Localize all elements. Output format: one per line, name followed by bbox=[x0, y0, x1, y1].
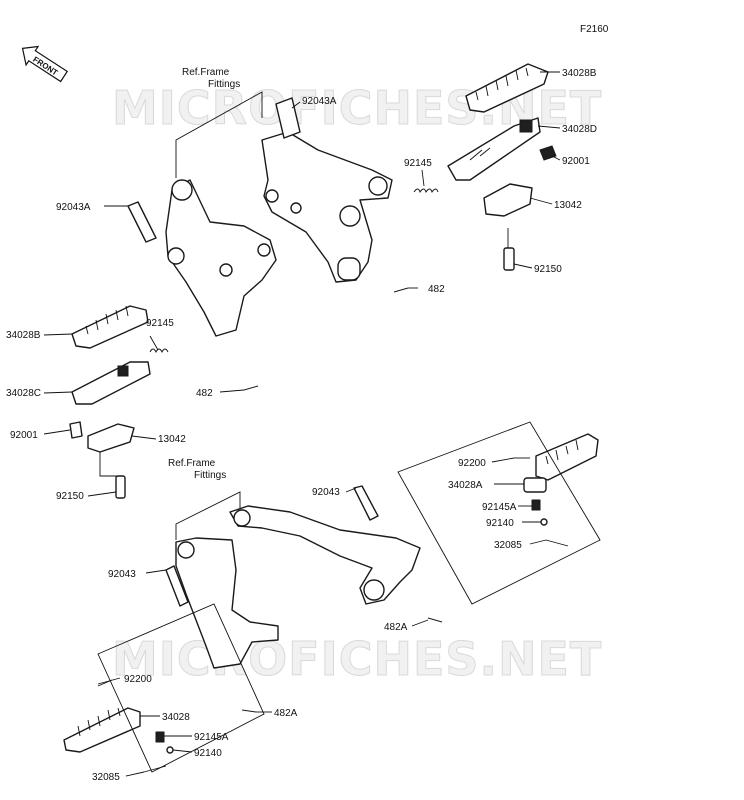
pin-482-right bbox=[393, 287, 409, 293]
label-13042-right: 13042 bbox=[554, 200, 582, 211]
right-footpeg-bracket bbox=[261, 131, 393, 283]
label-32085-right: 32085 bbox=[494, 540, 522, 551]
leader-lines bbox=[43, 71, 561, 777]
label-92043-left: 92043 bbox=[108, 569, 136, 580]
plate-13042-right bbox=[483, 183, 533, 217]
left-rubber-footpeg bbox=[71, 305, 149, 349]
label-92001-left: 92001 bbox=[10, 430, 38, 441]
right-rubber-footpeg bbox=[465, 63, 549, 113]
label-92200-left: 92200 bbox=[124, 674, 152, 685]
ball-92140-left bbox=[166, 746, 174, 754]
label-34028: 34028 bbox=[162, 712, 190, 723]
ref-frame-lower-2: Fittings bbox=[194, 470, 226, 481]
pin-482-left bbox=[243, 385, 259, 391]
label-92150-right: 92150 bbox=[534, 264, 562, 275]
label-92001-right: 92001 bbox=[562, 156, 590, 167]
label-92140-right: 92140 bbox=[486, 518, 514, 529]
ref-frame-upper-2: Fittings bbox=[208, 79, 240, 90]
label-92145-right: 92145 bbox=[404, 158, 432, 169]
ref-frame-lower-1: Ref.Frame bbox=[168, 458, 216, 469]
label-92200-right: 92200 bbox=[458, 458, 486, 469]
label-34028C: 34028C bbox=[6, 388, 41, 399]
brake-pedal-lever bbox=[229, 505, 421, 605]
pin-32085-right bbox=[545, 539, 569, 547]
bolt-92150-right bbox=[503, 247, 515, 271]
front-arrow-icon: FRONT bbox=[21, 45, 69, 83]
bolt-92150-left bbox=[115, 475, 126, 499]
watermark-bottom: MICROFICHES.NET bbox=[112, 632, 602, 686]
label-34028B-right: 34028B bbox=[562, 68, 597, 79]
pin-482A-right bbox=[427, 617, 443, 623]
label-34028B-left: 34028B bbox=[6, 330, 41, 341]
ref-frame-upper-1: Ref.Frame bbox=[182, 67, 230, 78]
figure-code: F2160 bbox=[580, 24, 609, 35]
pin-92043-left bbox=[165, 565, 189, 607]
label-92043-mid: 92043 bbox=[312, 487, 340, 498]
spring-92145-left bbox=[149, 348, 169, 354]
left-footpeg-bracket bbox=[165, 179, 277, 337]
bolt-92001-right bbox=[539, 145, 557, 161]
label-482-left: 482 bbox=[196, 388, 213, 399]
label-92145A-right: 92145A bbox=[482, 502, 517, 513]
label-34028D: 34028D bbox=[562, 124, 597, 135]
pin-92043-mid bbox=[353, 485, 379, 521]
bolt-92001-left bbox=[69, 421, 83, 439]
label-13042-left: 13042 bbox=[158, 434, 186, 445]
label-482-right: 482 bbox=[428, 284, 445, 295]
plate-13042-left bbox=[87, 423, 135, 453]
ball-92140-right bbox=[540, 518, 548, 526]
pin-92043A-left bbox=[127, 201, 157, 243]
pin-92043A-top bbox=[275, 97, 301, 139]
label-92043A-left: 92043A bbox=[56, 202, 91, 213]
label-92043A-top: 92043A bbox=[302, 96, 337, 107]
left-footpeg-holder bbox=[71, 361, 151, 405]
label-92145A-left: 92145A bbox=[194, 732, 229, 743]
label-92140-left: 92140 bbox=[194, 748, 222, 759]
spring-92145A-right bbox=[531, 499, 541, 511]
spring-92145A-left bbox=[155, 731, 165, 743]
label-92145-left: 92145 bbox=[146, 318, 174, 329]
pin-482A-left bbox=[241, 709, 257, 713]
label-482A-left: 482A bbox=[274, 708, 298, 719]
spring-92145-right bbox=[413, 188, 439, 194]
rear-left-footpeg bbox=[63, 707, 141, 753]
label-34028A: 34028A bbox=[448, 480, 483, 491]
right-footpeg-holder bbox=[447, 117, 541, 181]
label-92150-left: 92150 bbox=[56, 491, 84, 502]
lower-left-bracket bbox=[175, 537, 279, 669]
label-32085-left: 32085 bbox=[92, 772, 120, 783]
label-482A-right: 482A bbox=[384, 622, 408, 633]
rear-right-footpeg bbox=[523, 433, 599, 493]
